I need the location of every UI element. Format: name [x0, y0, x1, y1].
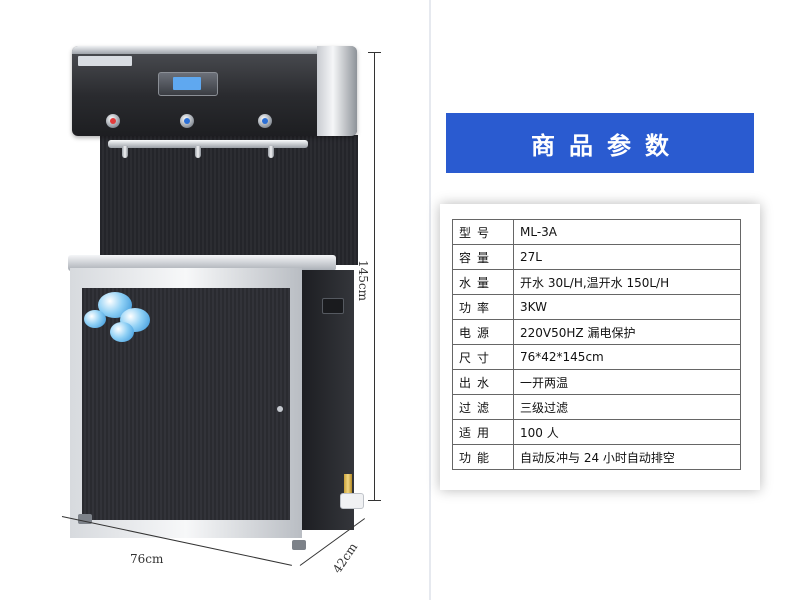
spec-key: 出水 [452, 369, 514, 395]
head-top-trim [72, 46, 357, 54]
width-label: 76cm [130, 552, 164, 566]
dimension-tick [368, 500, 381, 501]
spec-key: 功率 [452, 294, 514, 320]
spec-title: 商品参数 [531, 131, 683, 160]
cabinet-foot [78, 514, 92, 524]
head-side-trim [317, 46, 357, 136]
faucet-icon [122, 146, 128, 158]
spec-row: 功能自动反冲与 24 小时自动排空 [452, 444, 741, 470]
door-lock-icon [277, 406, 283, 412]
product-image: 145cm 76cm 42cm [61, 46, 381, 576]
drain-outlet [340, 493, 364, 509]
spec-row: 水量开水 30L/H,温开水 150L/H [452, 269, 741, 295]
spec-key: 型号 [452, 219, 514, 245]
depth-label: 42cm [330, 540, 361, 576]
spec-key: 容量 [452, 244, 514, 270]
side-vent [322, 298, 344, 314]
warm-water-indicator-icon [258, 114, 272, 128]
bubble-icon [110, 322, 134, 342]
machine-back-panel [100, 135, 358, 265]
bubble-icon [84, 310, 106, 328]
section-divider [429, 0, 431, 600]
spec-key: 适用 [452, 419, 514, 445]
height-dimension-line [374, 52, 375, 500]
spec-header: 商品参数 [446, 113, 754, 173]
spec-key: 过滤 [452, 394, 514, 420]
spec-value: 自动反冲与 24 小时自动排空 [513, 444, 741, 470]
spec-value: ML-3A [513, 219, 741, 245]
faucet-icon [195, 146, 201, 158]
spec-key: 水量 [452, 269, 514, 295]
drip-tray [68, 255, 336, 271]
spec-value: 开水 30L/H,温开水 150L/H [513, 269, 741, 295]
brand-sticker [80, 288, 156, 348]
drain-valve-icon [344, 474, 352, 494]
spec-row: 过滤三级过滤 [452, 394, 741, 420]
spec-value: 一开两温 [513, 369, 741, 395]
spec-value: 220V50HZ 漏电保护 [513, 319, 741, 345]
spec-key: 尺寸 [452, 344, 514, 370]
spec-value: 三级过滤 [513, 394, 741, 420]
spec-key: 功能 [452, 444, 514, 470]
faucet-bar [108, 140, 308, 148]
spec-value: 3KW [513, 294, 741, 320]
dimension-tick [368, 52, 381, 53]
spec-value: 100 人 [513, 419, 741, 445]
control-panel [158, 72, 218, 96]
cabinet-foot [292, 540, 306, 550]
spec-key: 电源 [452, 319, 514, 345]
hot-water-indicator-icon [106, 114, 120, 128]
spec-value: 27L [513, 244, 741, 270]
warm-water-indicator-icon [180, 114, 194, 128]
display-screen [173, 77, 201, 90]
spec-value: 76*42*145cm [513, 344, 741, 370]
faucet-icon [268, 146, 274, 158]
height-label: 145cm [356, 260, 370, 302]
brand-plate [78, 56, 132, 66]
spec-row: 出水一开两温 [452, 369, 741, 395]
